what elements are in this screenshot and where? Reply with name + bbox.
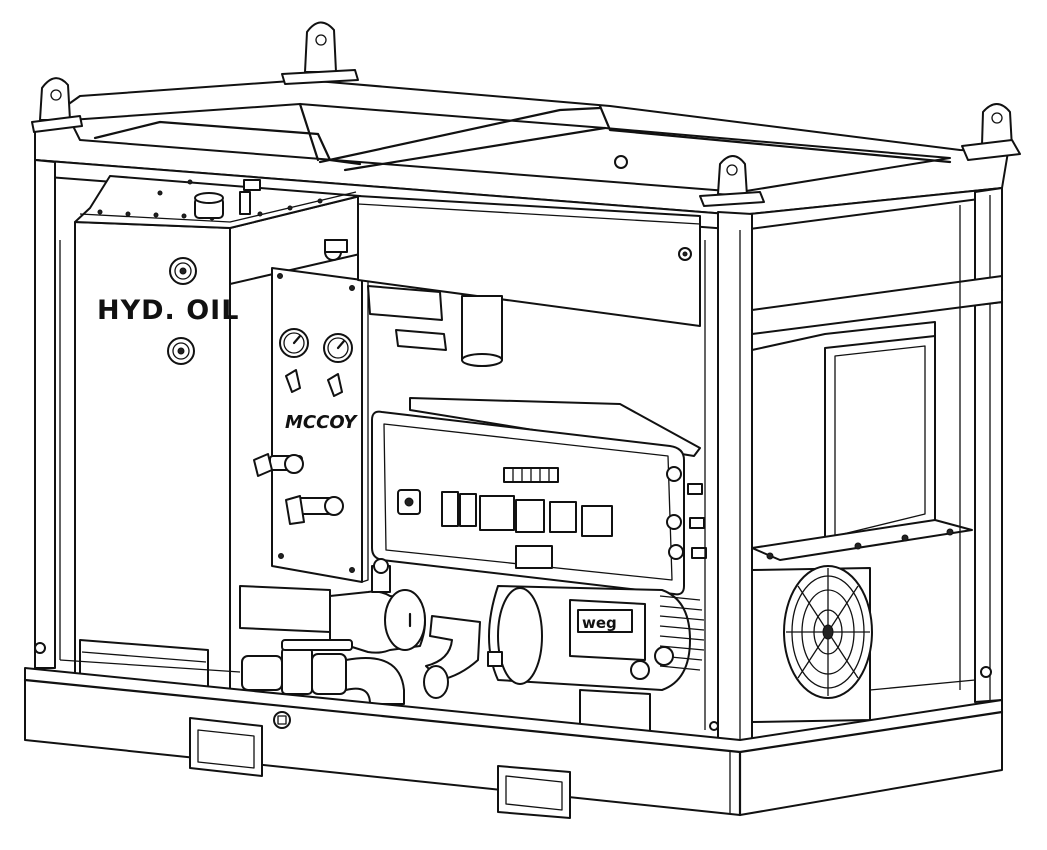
lifting-lugs <box>31 21 1021 207</box>
breather-fitting <box>239 179 261 215</box>
motor-brand-label: weg <box>582 614 617 632</box>
relay-modules <box>441 491 613 537</box>
gauge-control-panel: MCCOY <box>253 267 369 583</box>
valve-handle-right <box>327 373 343 397</box>
quick-coupler-upper <box>253 453 304 477</box>
return-hose <box>345 657 405 705</box>
hydraulic-oil-tank: HYD. OIL <box>74 175 361 691</box>
pump-block <box>239 585 331 633</box>
lower-relay <box>515 545 553 569</box>
pump-piping <box>239 558 503 705</box>
brand-label: MCCOY <box>285 412 358 433</box>
sight-gauge-lower <box>167 337 195 365</box>
terminal-block <box>503 467 559 483</box>
transformer-enclosure <box>751 321 973 561</box>
cooler-fan <box>751 565 873 723</box>
lifting-lug-left <box>31 77 83 133</box>
tank-label: HYD. OIL <box>97 295 239 326</box>
pressure-gauge-left <box>279 328 309 358</box>
cable-glands <box>666 466 707 560</box>
electric-motor: weg <box>488 585 705 741</box>
lifting-lug-middle <box>699 155 765 207</box>
lifting-lug-right <box>961 103 1021 161</box>
lifting-lug-top <box>281 21 359 85</box>
inner-frame-lines <box>59 205 976 730</box>
selector-switch <box>397 489 421 515</box>
quick-coupler-lower <box>285 495 344 525</box>
valve-handle-left <box>285 369 301 393</box>
sight-gauge-upper <box>169 257 197 285</box>
upper-housing <box>357 155 701 327</box>
pressure-gauge-right <box>323 333 353 363</box>
tank-fill-cap <box>194 192 224 219</box>
base-skid <box>23 642 1004 819</box>
ball-valve <box>241 639 353 695</box>
electrical-control-box <box>371 397 707 596</box>
frame-posts <box>34 159 1004 753</box>
filter-canister <box>324 239 503 367</box>
